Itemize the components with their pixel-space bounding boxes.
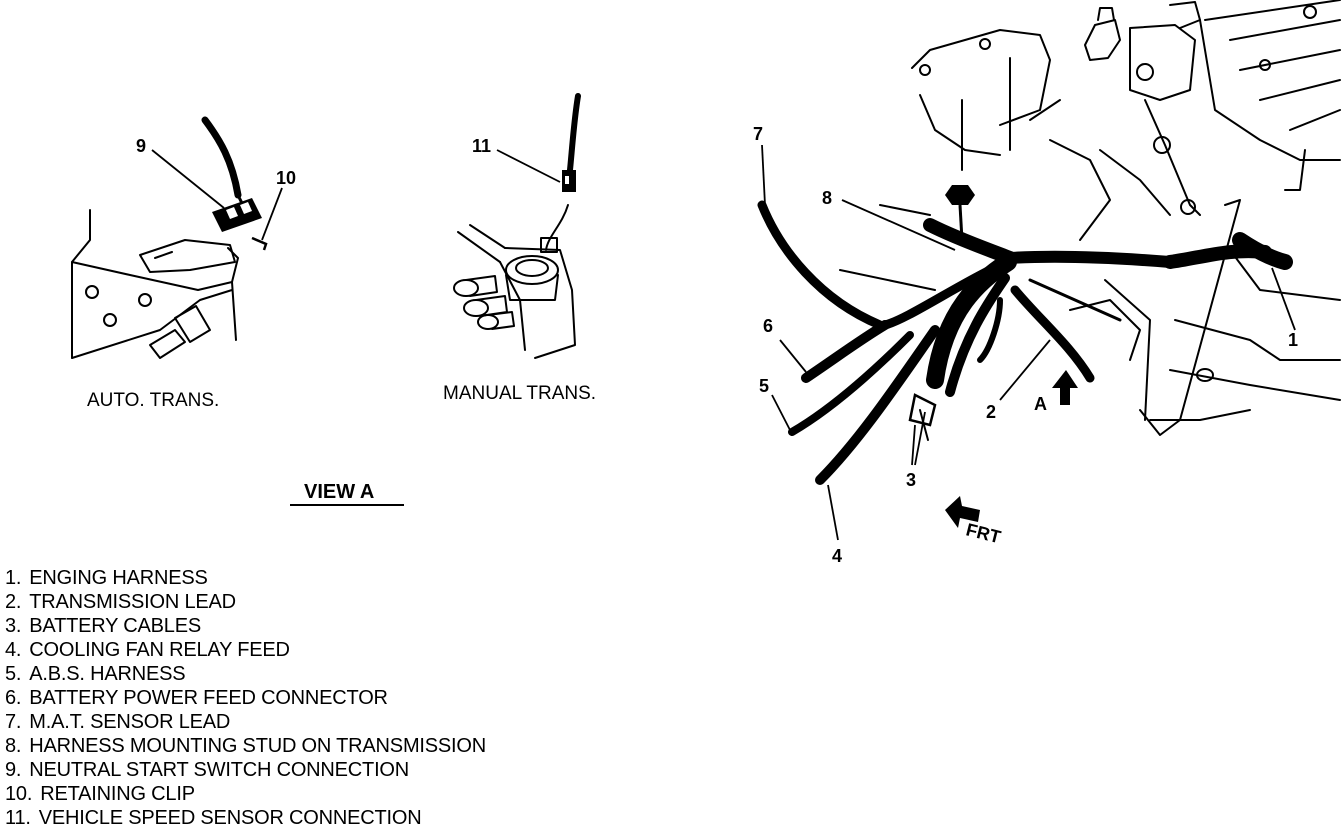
legend-item: 6. BATTERY POWER FEED CONNECTOR (5, 686, 486, 710)
callout-6: 6 (763, 316, 773, 336)
main-view-leaders (761, 144, 1296, 541)
callout-11: 11 (472, 136, 491, 156)
legend-number: 11. (5, 807, 31, 829)
manual-trans-illustration (453, 93, 581, 359)
legend-number: 5. (5, 663, 22, 685)
legend-number: 4. (5, 639, 22, 661)
legend-number: 6. (5, 687, 22, 709)
legend-item: 11. VEHICLE SPEED SENSOR CONNECTION (5, 806, 486, 830)
legend-item: 5. A.B.S. HARNESS (5, 662, 486, 686)
legend-text: VEHICLE SPEED SENSOR CONNECTION (38, 807, 422, 829)
callout-3: 3 (906, 470, 916, 490)
view-a-leaders (151, 149, 561, 241)
legend-text: BATTERY POWER FEED CONNECTOR (29, 687, 388, 709)
callout-5: 5 (759, 376, 769, 396)
legend-text: HARNESS MOUNTING STUD ON TRANSMISSION (29, 735, 486, 757)
legend-number: 7. (5, 711, 22, 733)
legend-text: COOLING FAN RELAY FEED (29, 639, 290, 661)
view-a-marker-label: A (1034, 394, 1047, 414)
legend-text: ENGING HARNESS (29, 567, 208, 589)
callout-2: 2 (986, 402, 996, 422)
harness-mounting-stud (945, 185, 975, 241)
legend-item: 10. RETAINING CLIP (5, 782, 486, 806)
legend-number: 10. (5, 783, 33, 805)
callout-10: 10 (276, 168, 296, 188)
legend-item: 4. COOLING FAN RELAY FEED (5, 638, 486, 662)
legend-number: 3. (5, 615, 22, 637)
legend-text: M.A.T. SENSOR LEAD (29, 711, 231, 733)
legend-item: 7. M.A.T. SENSOR LEAD (5, 710, 486, 734)
engine-block (839, 0, 1341, 436)
view-a-title: VIEW A (304, 481, 374, 503)
front-marker-label: FRT (964, 519, 1003, 547)
front-arrow-marker (945, 496, 980, 528)
callout-1: 1 (1288, 330, 1298, 350)
harness-lead-wires (757, 200, 940, 485)
legend-item: 1. ENGING HARNESS (5, 566, 486, 590)
auto-trans-caption: AUTO. TRANS. (87, 390, 219, 411)
legend-number: 2. (5, 591, 22, 613)
legend-text: A.B.S. HARNESS (29, 663, 186, 685)
engine-harness-bundle (880, 218, 1293, 397)
legend-item: 3. BATTERY CABLES (5, 614, 486, 638)
legend-item: 9. NEUTRAL START SWITCH CONNECTION (5, 758, 486, 782)
legend-text: NEUTRAL START SWITCH CONNECTION (29, 759, 410, 781)
legend-text: BATTERY CABLES (29, 615, 201, 637)
manual-trans-caption: MANUAL TRANS. (443, 383, 596, 404)
legend-number: 8. (5, 735, 22, 757)
retaining-clip (251, 236, 268, 251)
legend-item: 2. TRANSMISSION LEAD (5, 590, 486, 614)
neutral-start-switch-connector (212, 198, 262, 232)
callout-8: 8 (822, 188, 832, 208)
vehicle-speed-sensor-connector (562, 170, 576, 192)
legend-number: 9. (5, 759, 22, 781)
callout-9: 9 (136, 136, 146, 156)
parts-legend: 1. ENGING HARNESS 2. TRANSMISSION LEAD 3. B… (5, 566, 486, 830)
view-a-arrow-marker (1052, 370, 1078, 405)
callout-7: 7 (753, 124, 763, 144)
legend-text: RETAINING CLIP (40, 783, 195, 805)
legend-item: 8. HARNESS MOUNTING STUD ON TRANSMISSION (5, 734, 486, 758)
legend-text: TRANSMISSION LEAD (29, 591, 236, 613)
legend-number: 1. (5, 567, 22, 589)
callout-4: 4 (832, 546, 842, 566)
